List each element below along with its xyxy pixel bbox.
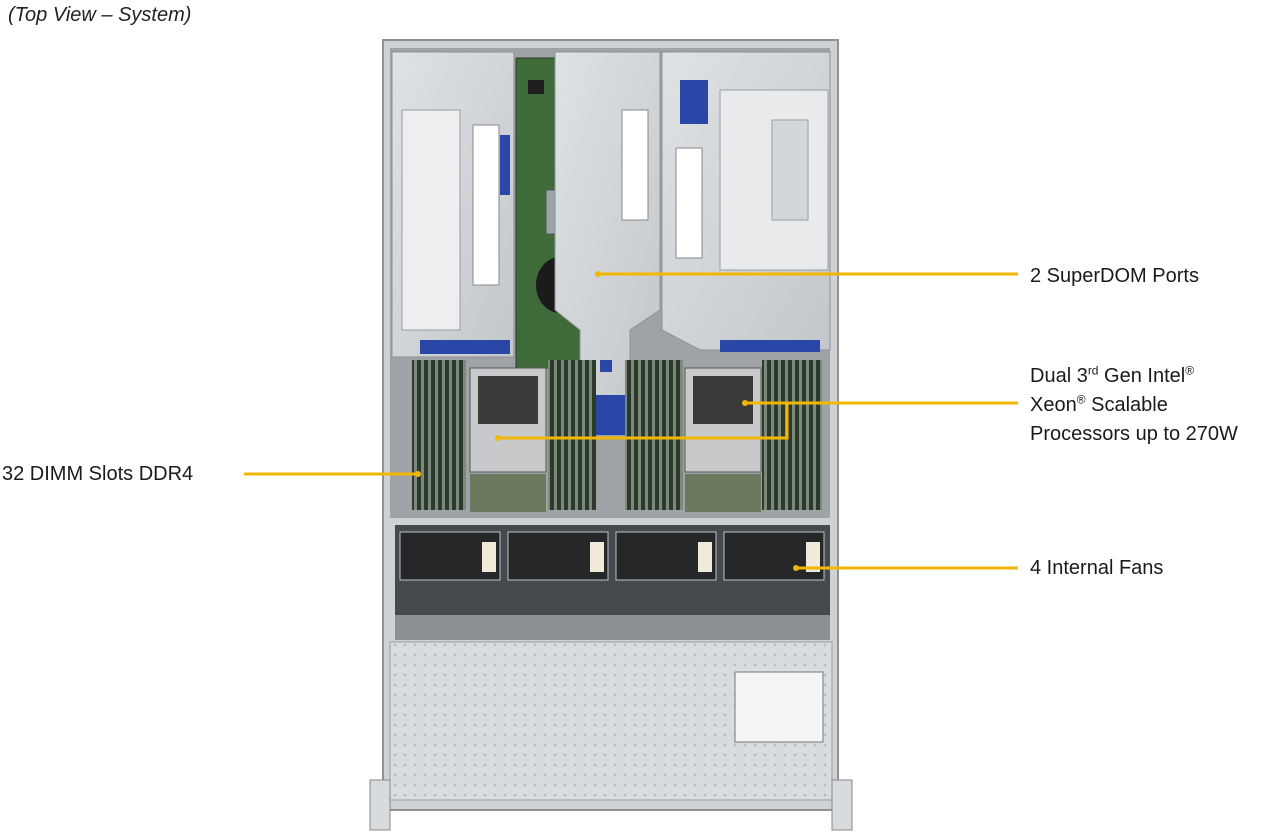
figure-caption: (Top View – System) [8, 4, 192, 26]
cpu-callout-line2: Xeon® Scalable [1030, 392, 1168, 416]
callout-leader-cpu [495, 400, 1018, 441]
fan-icon [395, 525, 830, 615]
cpu-callout: Dual 3rd Gen Intel® Xeon® Scalable Proce… [1030, 362, 1238, 449]
front-drive-cage [369, 615, 853, 831]
cpu-heatsink-icon [469, 367, 762, 512]
dimm-callout: 32 DIMM Slots DDR4 [2, 463, 194, 485]
cpu-callout-line1: Dual 3rd Gen Intel® [1030, 363, 1195, 387]
right-riser-bracket [661, 51, 831, 352]
callout-leader-fans [793, 565, 1018, 571]
dimm-slot-icon [412, 360, 822, 510]
superdom-callout: 2 SuperDOM Ports [1030, 265, 1199, 287]
left-riser-bracket [391, 51, 515, 358]
fans-callout: 4 Internal Fans [1030, 557, 1164, 579]
callout-leader-dimm [244, 471, 421, 477]
cpu-callout-line3: Processors up to 270W [1030, 423, 1238, 445]
callout-leader-superdom [595, 271, 1018, 277]
